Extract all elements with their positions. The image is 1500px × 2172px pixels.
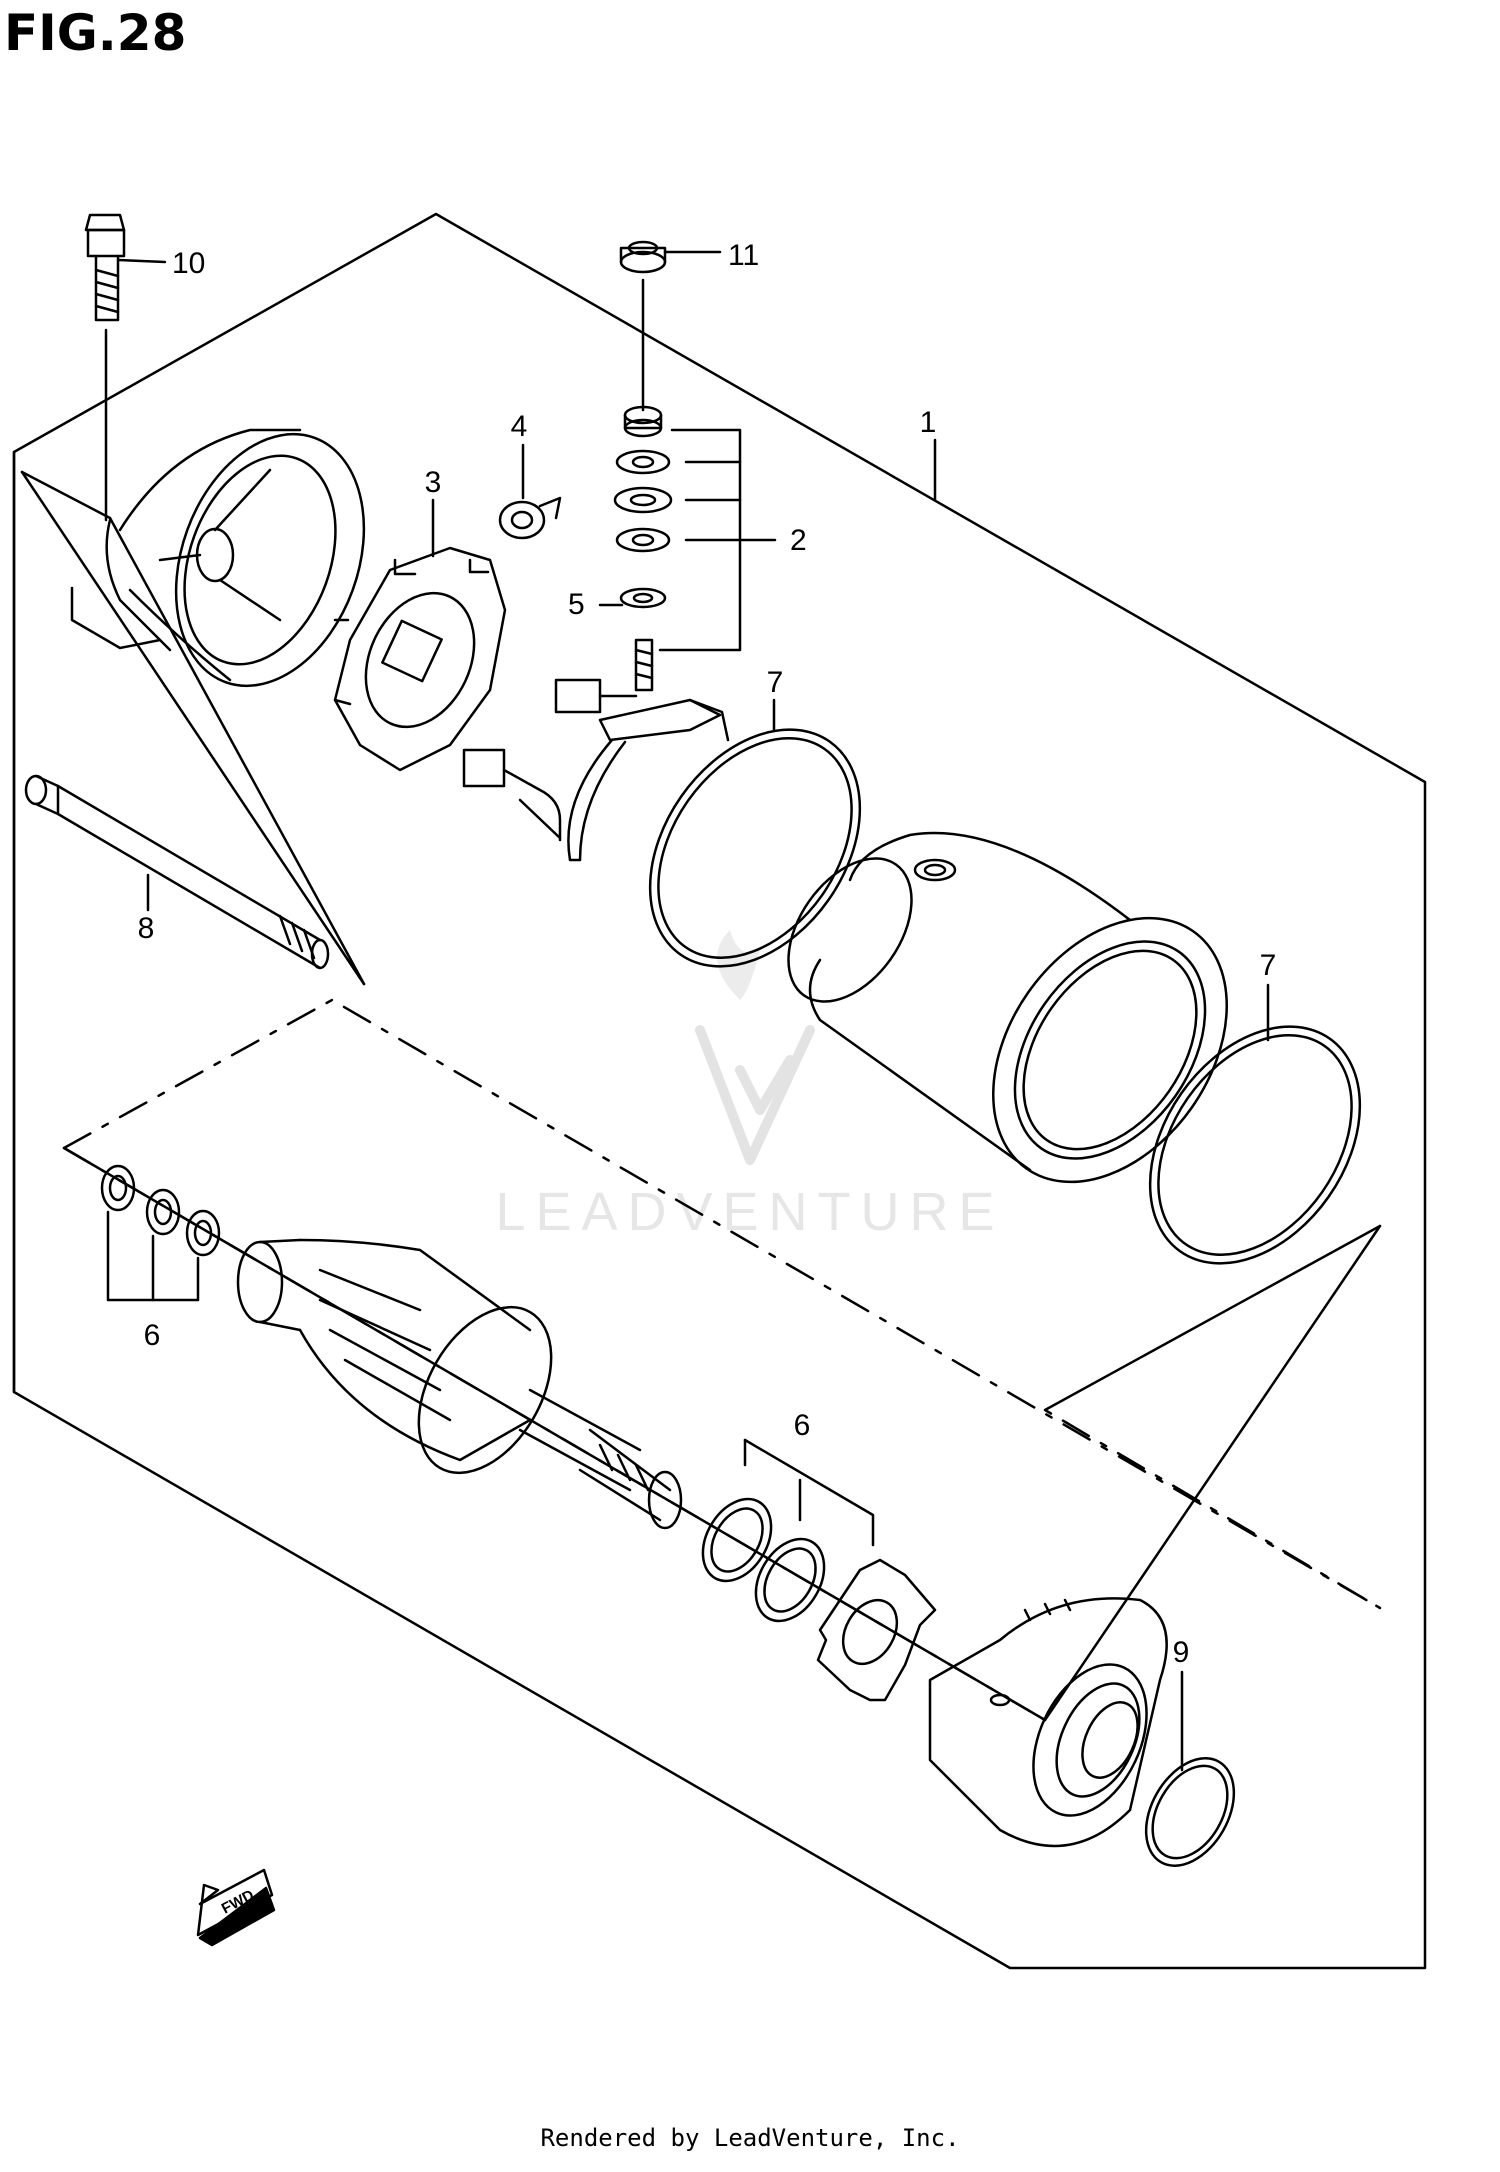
fwd-direction-badge: FWD (196, 1868, 276, 1947)
front-housing-part (928, 1597, 1168, 1848)
callout-2: 2 (790, 524, 807, 557)
callout-1: 1 (920, 406, 937, 439)
o-ring-housing (1144, 1757, 1236, 1867)
callout-6-right: 6 (794, 1409, 811, 1442)
shim-washers-left (100, 1164, 221, 1302)
terminal-hardware-stack (613, 405, 673, 609)
terminal-bracket-part (554, 678, 730, 862)
callout-11: 11 (728, 239, 759, 272)
callout-labels: 1 2 3 4 5 6 6 7 7 8 9 10 11 (138, 239, 1277, 1669)
shim-washers-right (701, 1438, 875, 1623)
brush-lead-part (462, 748, 562, 842)
bolt-part (84, 213, 126, 522)
callout-7-rear: 7 (767, 666, 784, 699)
callout-6-left: 6 (144, 1319, 161, 1352)
flange-nut-part (619, 240, 667, 412)
watermark-brand: LEADVENTURE (495, 1182, 1004, 1242)
through-bolt-part (24, 774, 330, 970)
lock-plate-part (816, 1558, 937, 1702)
callout-3: 3 (425, 466, 442, 499)
callout-10: 10 (172, 247, 205, 280)
o-ring-front (1148, 1025, 1362, 1265)
callout-8: 8 (138, 912, 155, 945)
callout-7-front: 7 (1260, 949, 1277, 982)
rear-cover-part (70, 428, 366, 688)
brush-holder-plate (333, 546, 507, 772)
callout-5: 5 (568, 588, 585, 621)
o-ring-rear (648, 728, 862, 968)
armature-part (236, 1238, 683, 1530)
bearing-part (498, 496, 562, 540)
rendered-by-footer: Rendered by LeadVenture, Inc. (540, 2124, 960, 2152)
figure-title: FIG.28 (4, 4, 187, 62)
watermark: LEADVENTURE (495, 930, 1004, 1242)
callout-9: 9 (1173, 1636, 1190, 1669)
motor-yoke-part (787, 831, 1228, 1184)
callout-4: 4 (511, 410, 528, 443)
